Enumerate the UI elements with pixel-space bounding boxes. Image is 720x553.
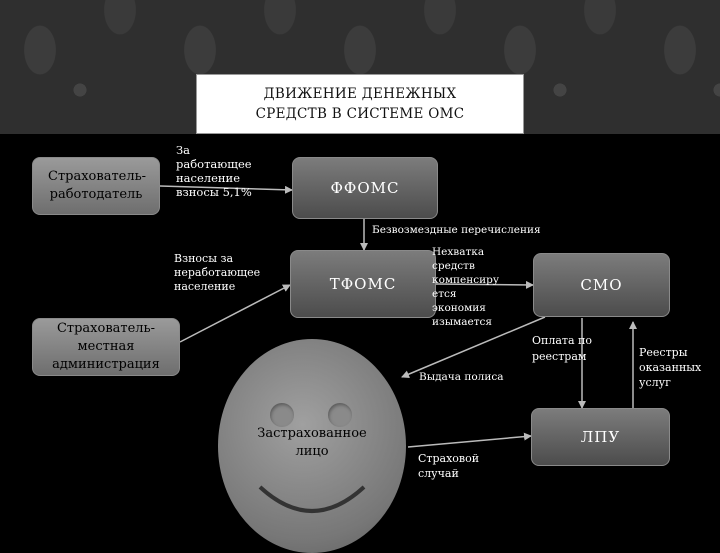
smo-box: СМО	[533, 253, 670, 317]
left-eye-icon	[270, 403, 294, 427]
arrow-smo-insured	[401, 316, 546, 378]
insured-person-label: Застрахованное лицо	[257, 426, 367, 459]
label-payment-registries: Оплата по реестрам	[532, 334, 592, 363]
arrow-admin-tfoms	[179, 284, 291, 343]
label-service-registries: Реестры оказанных услуг	[639, 346, 702, 389]
arrow-employer-ffoms	[159, 185, 293, 194]
label-policy-issuance: Выдача полиса	[419, 371, 504, 383]
employer-box: Страхователь-работодатель	[32, 157, 160, 215]
label-insured-event: Страховой случай	[418, 452, 480, 480]
ffoms-box: ФФОМС	[292, 157, 438, 219]
label-transfers: Безвозмездные перечисления	[372, 224, 541, 236]
decorative-banner	[0, 0, 720, 134]
insured-person-face: Застрахованное лицо	[218, 339, 406, 553]
tfoms-box: ТФОМС	[290, 250, 436, 318]
local-admin-box: Страхователь-местная администрация	[32, 318, 180, 376]
smile-icon	[258, 485, 366, 513]
label-contrib-working: За работающее население взносы 5,1%	[176, 143, 252, 199]
label-contrib-nonworking: Взносы за неработающее население	[174, 252, 261, 293]
page-title: ДВИЖЕНИЕ ДЕНЕЖНЫХ СРЕДСТВ В СИСТЕМЕ ОМС	[196, 74, 524, 134]
right-eye-icon	[328, 403, 352, 427]
arrow-tfoms-smo	[435, 280, 534, 289]
arrow-insured-lpu	[407, 432, 532, 448]
connector-lines	[159, 185, 637, 448]
lpu-box: ЛПУ	[531, 408, 670, 466]
label-shortage: Нехватка средств компенсиру ется экономи…	[432, 246, 500, 328]
